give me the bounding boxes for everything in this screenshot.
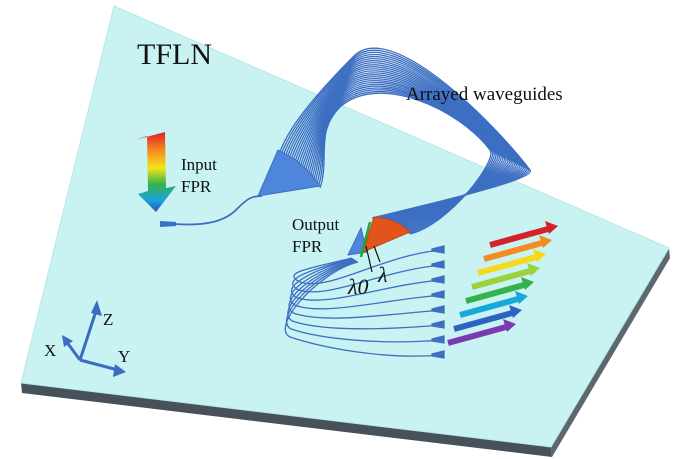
- chip: [20, 5, 670, 457]
- lambda-leader: [373, 245, 381, 263]
- output-fpr-label-line2: FPR: [292, 237, 323, 256]
- input-fpr-label-line1: Input: [181, 155, 217, 174]
- output-waveguides: [284, 245, 445, 359]
- output-arrow-shaft: [447, 324, 507, 346]
- output-arrow-head: [545, 221, 558, 234]
- output-arrow-shaft: [471, 268, 531, 290]
- output-wavelength-arrow: [453, 305, 522, 332]
- output-port-taper: [431, 275, 445, 284]
- input-taper: [160, 221, 176, 227]
- output-wavelength-arrow: [465, 277, 534, 304]
- output-wavelength-arrow: [483, 235, 552, 262]
- output-waveguide: [287, 260, 443, 330]
- lambda0-focal-line: [359, 221, 372, 258]
- output-fan-region: [362, 216, 411, 253]
- output-port-taper: [431, 350, 445, 359]
- output-arrow-shaft: [483, 240, 543, 262]
- output-port-taper: [431, 320, 445, 329]
- lambda-label: λ: [378, 262, 388, 287]
- output-port-taper: [431, 260, 445, 269]
- output-arrow-head: [509, 305, 522, 318]
- arrayed-waveguide: [319, 92, 492, 235]
- axis-z-label: Z: [103, 310, 114, 329]
- input-fpr-label-line2: FPR: [181, 177, 212, 196]
- axis-y-label: Y: [118, 347, 131, 366]
- output-arrow-head: [527, 263, 540, 276]
- output-port-taper: [431, 305, 445, 314]
- axis-x-label: X: [44, 341, 57, 360]
- chip-side-right: [551, 248, 670, 457]
- axis-triad-icon: [62, 300, 126, 377]
- output-arrow-head: [539, 235, 552, 248]
- rainbow-down-arrow-icon: [135, 132, 176, 212]
- output-arrow-shaft: [489, 226, 549, 248]
- output-wavelength-arrow: [477, 249, 546, 276]
- chip-top-surface: [20, 5, 670, 448]
- output-waveguide: [285, 260, 443, 343]
- output-arrow-head: [503, 319, 516, 332]
- output-wavelength-arrows: [447, 221, 558, 346]
- output-arrow-head: [533, 249, 546, 262]
- input-waveguide: [174, 195, 263, 226]
- output-port-taper: [431, 245, 445, 254]
- output-wavelength-arrow: [459, 291, 528, 318]
- output-arrow-head: [515, 291, 528, 304]
- output-port-taper: [431, 290, 445, 299]
- output-waveguide: [290, 258, 443, 301]
- output-arrow-shaft: [453, 310, 513, 332]
- chip-side-front: [21, 383, 552, 457]
- output-waveguide: [284, 261, 443, 357]
- output-waveguide: [293, 249, 443, 285]
- output-arrow-shaft: [465, 282, 525, 304]
- output-arrow-shaft: [477, 254, 537, 276]
- material-label: TFLN: [137, 38, 212, 71]
- output-arrow-head: [521, 277, 534, 290]
- output-arrow-shaft: [459, 296, 519, 318]
- output-fpr-label-line1: Output: [292, 215, 340, 234]
- output-port-taper: [431, 335, 445, 344]
- arrayed-waveguides-label: Arrayed waveguides: [406, 84, 563, 105]
- arrayed-waveguides: [279, 47, 531, 235]
- output-waveguide: [288, 259, 443, 319]
- output-wavelength-arrow: [447, 319, 516, 346]
- output-wavelength-arrow: [489, 221, 558, 248]
- lambda0-leader: [365, 245, 373, 273]
- input-fpr: [257, 149, 321, 197]
- output-wavelength-arrow: [471, 263, 540, 290]
- lambda0-label: λ0: [348, 274, 369, 299]
